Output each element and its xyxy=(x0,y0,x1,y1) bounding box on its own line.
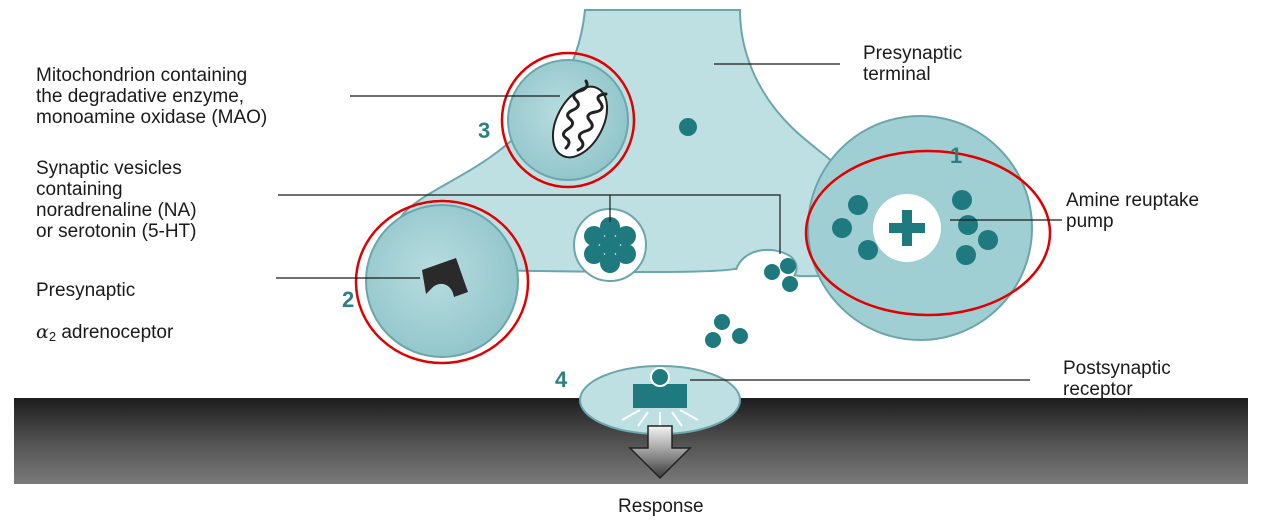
postsynaptic-receptor-icon xyxy=(633,384,687,408)
response-label: Response xyxy=(618,496,704,517)
alpha2-subscript: 2 xyxy=(49,329,56,344)
alpha2-adrenoceptor-label: Presynaptic α2 adrenoceptor xyxy=(36,259,173,347)
number-4: 4 xyxy=(555,367,567,393)
alpha2-symbol: α xyxy=(36,321,49,343)
alpha2-suffix: adrenoceptor xyxy=(56,322,173,343)
synaptic-vesicles-label: Synaptic vesicles containing noradrenali… xyxy=(36,158,197,242)
postsynaptic-receptor-zone xyxy=(580,366,740,434)
presynaptic-terminal-label: Presynaptic terminal xyxy=(863,43,962,85)
free-amine-molecule xyxy=(679,118,697,136)
bound-amine-molecule xyxy=(651,368,669,386)
number-1: 1 xyxy=(950,143,962,169)
mitochondrion-zoom xyxy=(508,60,628,180)
mitochondrion-label: Mitochondrion containing the degradative… xyxy=(36,65,267,128)
postsynaptic-receptor-label: Postsynaptic receptor xyxy=(1063,358,1171,400)
alpha2-zoom xyxy=(366,205,518,357)
number-2: 2 xyxy=(342,287,354,313)
alpha2-prefix: Presynaptic xyxy=(36,280,135,301)
amine-reuptake-label: Amine reuptake pump xyxy=(1066,190,1199,232)
reuptake-pump-zoom xyxy=(808,116,1032,340)
number-3: 3 xyxy=(478,118,490,144)
